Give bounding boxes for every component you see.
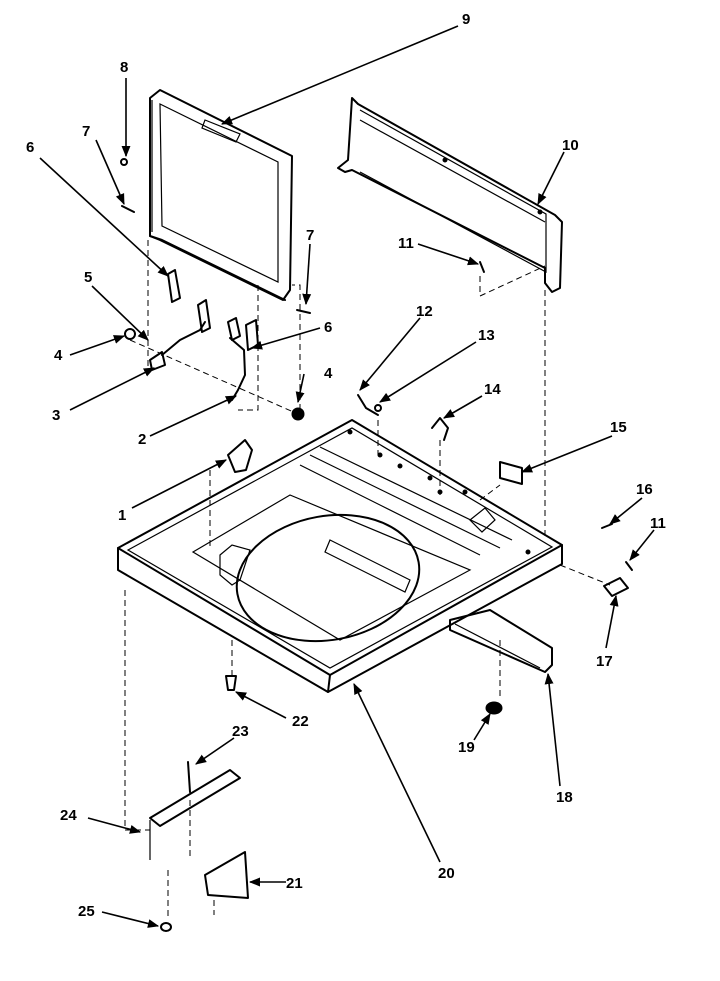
callout-18: 18 xyxy=(556,789,573,806)
callout-15: 15 xyxy=(610,419,627,436)
callout-6-upper: 6 xyxy=(26,139,34,156)
callout-25: 25 xyxy=(78,903,95,920)
callout-10: 10 xyxy=(562,137,579,154)
callout-6-right: 6 xyxy=(324,319,332,336)
callout-11-right: 11 xyxy=(650,515,666,532)
callout-4-left: 4 xyxy=(54,347,63,364)
small-parts xyxy=(120,158,633,932)
callout-24: 24 xyxy=(60,807,77,824)
callout-22: 22 xyxy=(292,713,309,730)
callout-17: 17 xyxy=(596,653,613,670)
callout-21: 21 xyxy=(286,875,303,892)
callout-3: 3 xyxy=(52,407,60,424)
callout-1: 1 xyxy=(118,507,126,524)
callout-4-right: 4 xyxy=(324,365,333,382)
callout-23: 23 xyxy=(232,723,249,740)
callout-20: 20 xyxy=(438,865,455,882)
lid-part-9 xyxy=(149,89,293,301)
callout-7-upper: 7 xyxy=(82,123,90,140)
callout-11-upper: 11 xyxy=(398,235,414,252)
leader-lines xyxy=(39,25,655,928)
callout-19: 19 xyxy=(458,739,475,756)
top-panel-part-20 xyxy=(117,419,563,693)
callout-12: 12 xyxy=(416,303,433,320)
callout-14: 14 xyxy=(484,381,501,398)
rear-panel-part-10 xyxy=(337,97,563,293)
callout-labels: 9 8 7 6 10 7 11 5 12 6 13 4 4 14 3 15 2 … xyxy=(26,11,666,920)
callout-9: 9 xyxy=(462,11,470,28)
assembly-lines xyxy=(124,240,611,920)
callout-7-right: 7 xyxy=(306,227,314,244)
callout-2: 2 xyxy=(138,431,146,448)
callout-16: 16 xyxy=(636,481,653,498)
callout-8: 8 xyxy=(120,59,128,76)
callout-13: 13 xyxy=(478,327,495,344)
bracket-part-18 xyxy=(449,609,553,673)
callout-5: 5 xyxy=(84,269,92,286)
